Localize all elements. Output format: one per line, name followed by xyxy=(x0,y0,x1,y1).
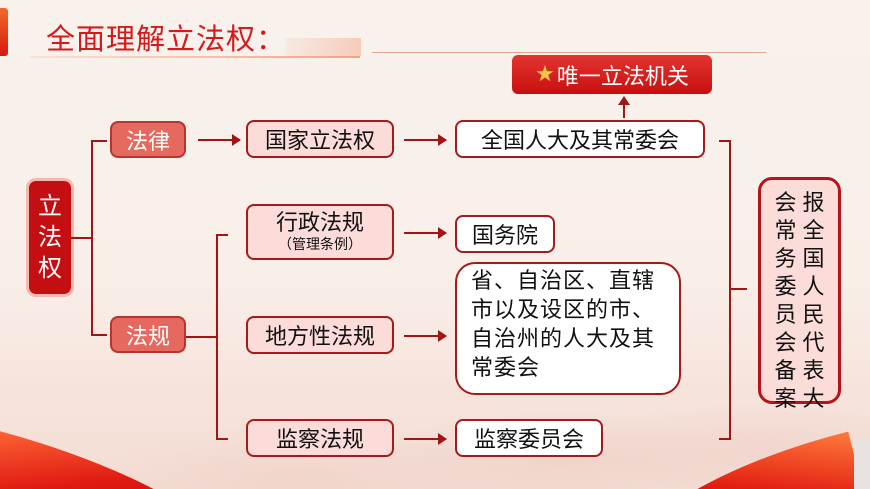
category-label: 法律 xyxy=(125,129,170,155)
report-column: 会 常 务 委 员 会 备 案 xyxy=(774,190,797,412)
type-administrative-regulations: 行政法规 （管理条例） xyxy=(246,204,394,260)
bracket-line xyxy=(719,438,731,440)
report-char: 务 xyxy=(774,247,797,272)
bracket-line xyxy=(216,234,228,236)
type-sublabel: （管理条例） xyxy=(278,237,362,253)
report-char: 全 xyxy=(802,219,825,244)
report-column: 报 全 国 人 民 代 表 大 xyxy=(802,190,825,412)
bracket-line xyxy=(729,140,731,440)
root-char: 权 xyxy=(38,254,62,282)
type-label: 地方性法规 xyxy=(264,325,375,350)
report-char: 报 xyxy=(802,191,825,216)
organ-line: 市以及设区的市、 xyxy=(471,298,656,323)
type-label: 国家立法权 xyxy=(264,129,375,154)
type-label: 监察法规 xyxy=(275,428,364,453)
bracket-line xyxy=(216,234,218,440)
title-underline xyxy=(30,56,360,58)
report-char: 员 xyxy=(774,303,797,328)
connector-line xyxy=(729,288,747,290)
type-national-legislative-power: 国家立法权 xyxy=(246,120,394,158)
report-char: 代 xyxy=(802,331,825,356)
report-char: 案 xyxy=(774,387,797,412)
title-rule xyxy=(372,52,766,53)
star-icon: ★ xyxy=(535,62,555,87)
report-char: 民 xyxy=(802,303,825,328)
category-law: 法律 xyxy=(110,121,186,158)
organ-line: 自治州的人大及其 xyxy=(471,327,656,352)
report-char: 委 xyxy=(774,275,797,300)
report-char: 常 xyxy=(774,219,797,244)
report-char: 人 xyxy=(802,275,825,300)
category-regulations: 法规 xyxy=(110,316,186,353)
report-for-record-box: 报 全 国 人 民 代 表 大 会 常 务 委 员 会 备 案 xyxy=(758,177,841,412)
organ-npc-standing-committee: 全国人大及其常委会 xyxy=(455,120,705,158)
connector-line xyxy=(186,336,218,338)
report-char: 备 xyxy=(774,359,797,384)
type-local-regulations: 地方性法规 xyxy=(246,316,394,354)
organ-line: 省、自治区、直辖 xyxy=(471,269,656,294)
report-char: 国 xyxy=(802,247,825,272)
edge-strip xyxy=(854,440,870,489)
report-char: 表 xyxy=(802,359,825,384)
arrow-right-icon xyxy=(198,134,241,146)
title-highlight-band xyxy=(285,38,361,56)
organ-state-council: 国务院 xyxy=(455,215,555,253)
title-accent-bar xyxy=(0,8,8,56)
arrow-right-icon xyxy=(404,134,447,146)
organ-supervisory-commission: 监察委员会 xyxy=(455,419,603,457)
type-supervisory-regulations: 监察法规 xyxy=(246,419,394,457)
bracket-line xyxy=(216,438,228,440)
root-char: 法 xyxy=(38,223,62,251)
badge-label: 唯一立法机关 xyxy=(556,64,689,90)
organ-label: 国务院 xyxy=(471,224,538,249)
root-char: 立 xyxy=(38,192,62,220)
root-node-legislative-power: 立 法 权 xyxy=(29,181,71,294)
page-title: 全面理解立法权： xyxy=(46,22,287,56)
bracket-line xyxy=(91,140,93,336)
organ-local-congresses: 省、自治区、直辖 市以及设区的市、 自治州的人大及其 常委会 xyxy=(455,262,681,395)
organ-label: 全国人大及其常委会 xyxy=(480,129,679,154)
bracket-line xyxy=(719,140,731,142)
arrow-right-icon xyxy=(404,227,447,239)
bracket-line xyxy=(91,140,107,142)
arrow-right-icon xyxy=(404,330,447,342)
report-char: 会 xyxy=(774,191,797,216)
organ-line: 常委会 xyxy=(471,356,541,381)
arrow-right-icon xyxy=(404,433,447,445)
report-char: 会 xyxy=(774,331,797,356)
organ-label: 监察委员会 xyxy=(473,428,584,453)
connector-line xyxy=(71,237,93,239)
type-label: 行政法规 xyxy=(275,211,364,236)
category-label: 法规 xyxy=(125,324,170,350)
arrow-up-icon xyxy=(618,96,630,118)
unique-legislative-organ-badge: ★ 唯一立法机关 xyxy=(512,55,712,94)
bracket-line xyxy=(91,334,107,336)
report-char: 大 xyxy=(802,387,825,412)
